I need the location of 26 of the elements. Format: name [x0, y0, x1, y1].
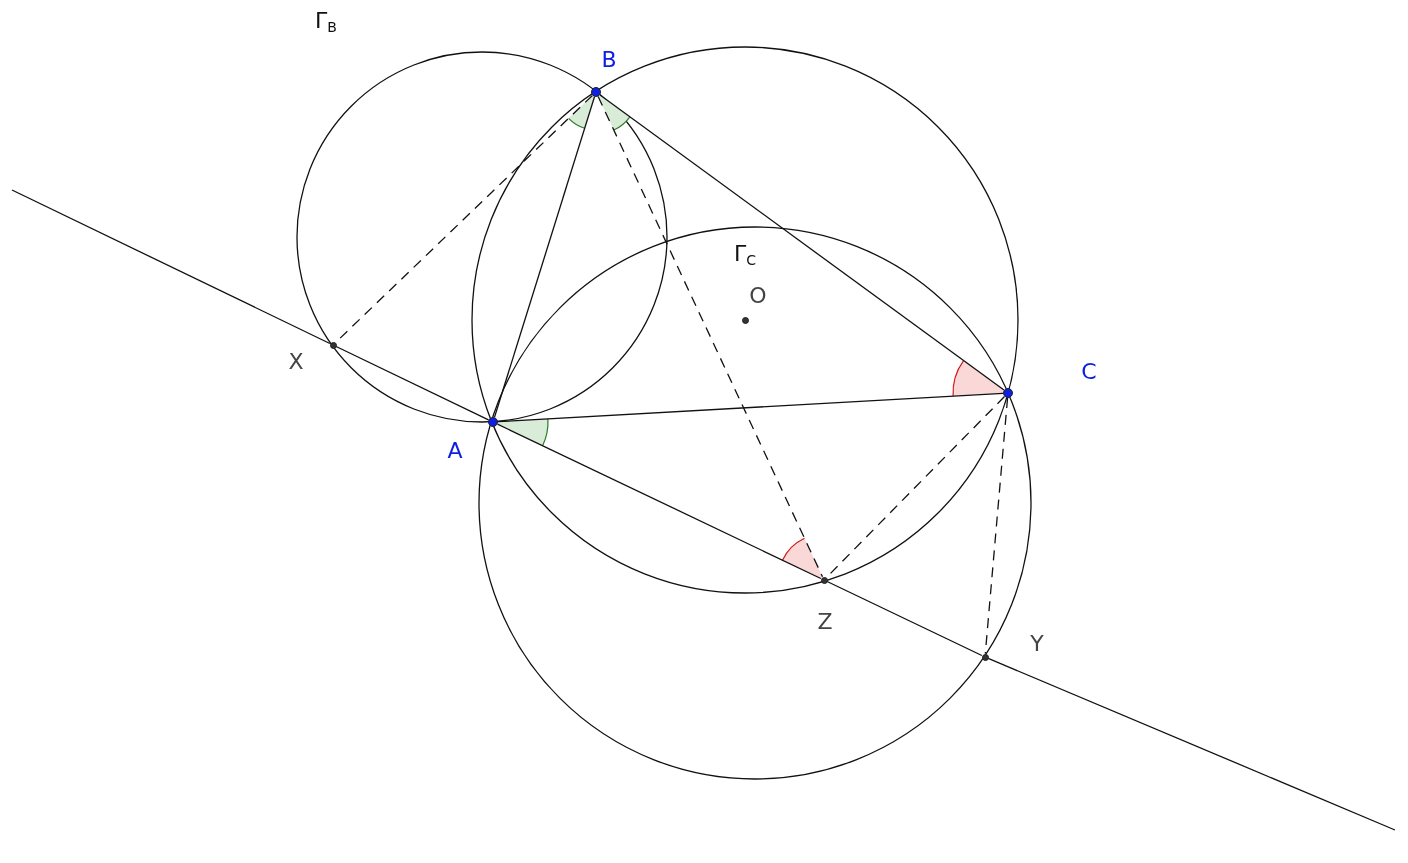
point-dot: [1003, 388, 1013, 398]
circle-label: Γ$_{C}$: [734, 243, 756, 267]
point-dot: [591, 87, 601, 97]
point-dot: [820, 576, 828, 584]
point-label: O: [749, 285, 767, 307]
dashed-line: [597, 95, 824, 578]
point-label: C: [1081, 361, 1097, 383]
line-segment: [493, 96, 596, 418]
point-dot: [329, 341, 337, 349]
dashed-line: [984, 397, 1009, 655]
line-segment: [11, 189, 331, 345]
line-segment: [496, 423, 822, 580]
line-segment: [599, 94, 1005, 391]
point-dot: [488, 417, 498, 427]
point-dot: [741, 316, 749, 324]
line-segment: [987, 657, 1396, 831]
circle-label: Γ$_{B}$: [315, 10, 337, 34]
point-label: A: [447, 440, 463, 462]
point-label: B: [601, 49, 617, 71]
line-segment: [826, 580, 983, 657]
point-label: Y: [1030, 633, 1044, 655]
point-dot: [981, 653, 989, 661]
line-segment: [335, 345, 490, 421]
line-segment: [497, 392, 1004, 423]
point-label: Z: [817, 611, 833, 633]
point-label: X: [288, 351, 304, 373]
